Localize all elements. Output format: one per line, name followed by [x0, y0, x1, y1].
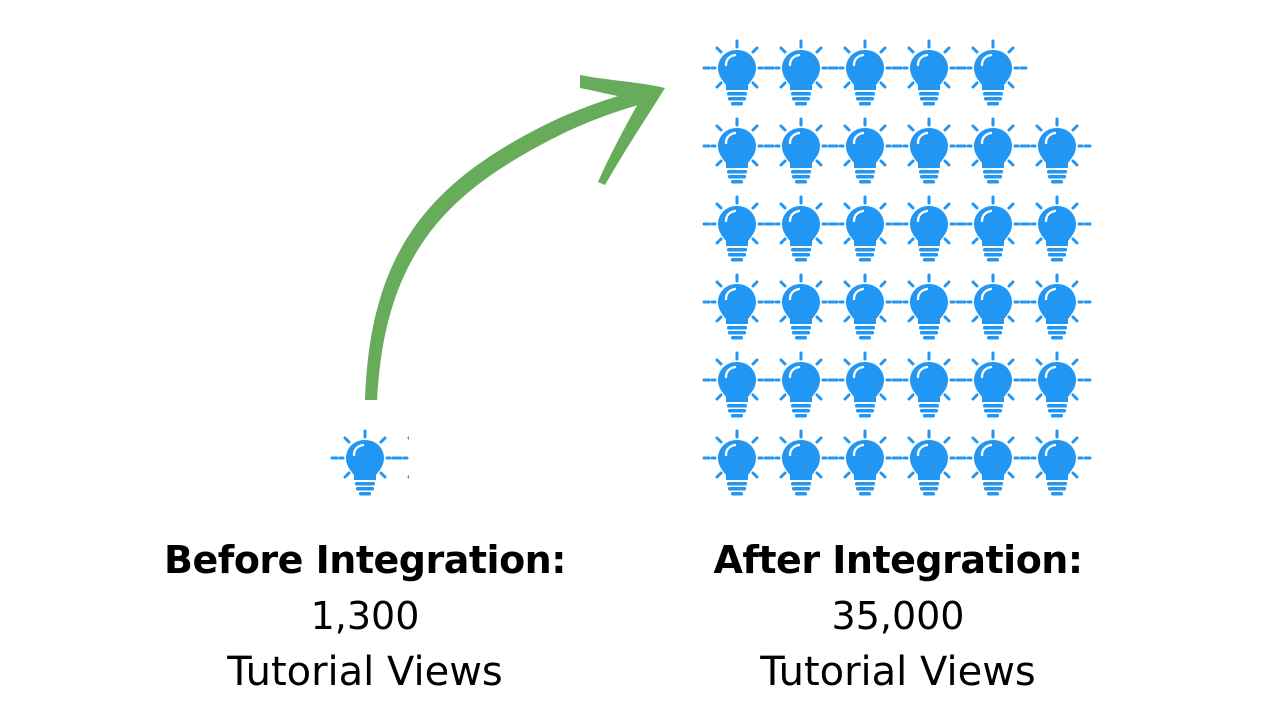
lightbulb-icon — [330, 429, 400, 497]
growth-arrow — [365, 75, 665, 400]
lightbulb-icon — [830, 195, 900, 263]
lightbulb-icon — [766, 273, 836, 341]
lightbulb-icon — [1022, 117, 1092, 185]
lightbulb-icon — [830, 351, 900, 419]
after-unit: Tutorial Views — [760, 649, 1036, 695]
lightbulb-icon — [958, 351, 1028, 419]
lightbulb-icon — [830, 117, 900, 185]
lightbulb-icon — [894, 429, 964, 497]
lightbulb-icon — [958, 195, 1028, 263]
growth-arrow-head — [580, 75, 665, 185]
lightbulb-icon — [766, 39, 836, 107]
lightbulb-icon — [702, 351, 772, 419]
after-value: 35,000 — [831, 594, 965, 638]
lightbulb-icon — [766, 351, 836, 419]
lightbulb-icon — [894, 39, 964, 107]
lightbulb-icon — [702, 195, 772, 263]
lightbulb-icon — [702, 117, 772, 185]
before-unit: Tutorial Views — [227, 649, 503, 695]
lightbulb-icon-partial — [394, 429, 409, 497]
lightbulb-icon — [894, 351, 964, 419]
lightbulb-icon — [1022, 273, 1092, 341]
lightbulb-icon — [702, 273, 772, 341]
lightbulb-icon — [830, 273, 900, 341]
lightbulb-icon — [702, 39, 772, 107]
lightbulb-icon — [894, 273, 964, 341]
growth-arrow-shaft — [365, 88, 655, 400]
lightbulb-icon — [958, 429, 1028, 497]
lightbulb-icon — [894, 195, 964, 263]
before-title: Before Integration: — [164, 538, 566, 582]
lightbulb-icon — [958, 39, 1028, 107]
lightbulb-icon — [894, 117, 964, 185]
lightbulb-icon — [1022, 429, 1092, 497]
after-title: After Integration: — [713, 538, 1083, 582]
lightbulb-icon — [766, 195, 836, 263]
lightbulb-icon — [766, 429, 836, 497]
lightbulb-icon — [958, 117, 1028, 185]
before-icon-group — [330, 429, 409, 497]
lightbulb-icon — [766, 117, 836, 185]
before-label-group: Before Integration: 1,300 Tutorial Views — [135, 537, 595, 697]
lightbulb-icon — [958, 273, 1028, 341]
after-label-group: After Integration: 35,000 Tutorial Views — [668, 537, 1128, 697]
after-icon-group — [702, 39, 1092, 497]
lightbulb-icon — [702, 429, 772, 497]
lightbulb-icon — [830, 429, 900, 497]
lightbulb-icon — [830, 39, 900, 107]
lightbulb-icon — [1022, 195, 1092, 263]
before-value: 1,300 — [310, 594, 420, 638]
lightbulb-icon — [1022, 351, 1092, 419]
